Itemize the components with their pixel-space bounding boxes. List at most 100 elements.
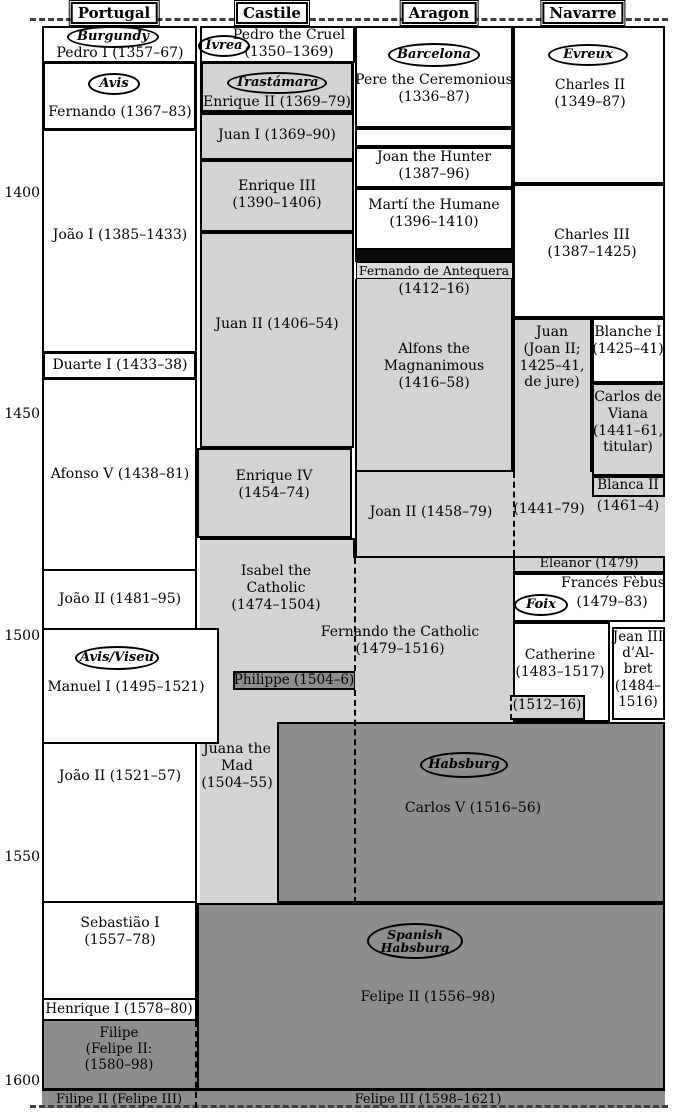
label-fernando: Fernando (1367–83) <box>48 104 192 120</box>
year-1500: 1500 <box>4 628 40 644</box>
box-juan-i <box>200 113 354 160</box>
label-1461-4: (1461–4) <box>596 498 660 514</box>
label-juan-i: Juan I (1369–90) <box>218 127 336 143</box>
year-1450: 1450 <box>4 406 40 422</box>
box-afonso-v <box>42 378 197 571</box>
label-joao-ii-1481: João II (1481–95) <box>58 591 182 607</box>
label-1512-16: (1512–16) <box>512 697 582 713</box>
label-charles-ii: Charles II (1349–87) <box>554 77 626 110</box>
label-frances-febus: Francés Fèbus <box>561 575 665 591</box>
box-blanche-i <box>592 318 665 383</box>
year-1550: 1550 <box>4 849 40 865</box>
box-joan-ii-aragon <box>355 470 513 558</box>
dynasty-avis: Avis <box>88 73 140 95</box>
label-juan-navarre: Juan (Joan II; 1425–41, de jure) <box>519 324 585 391</box>
dash-castile-aragon-1 <box>354 558 356 671</box>
label-pedro-cruel: Pedro the Cruel (1350–1369) <box>232 27 346 60</box>
dynasty-habsburg: Habsburg <box>420 752 508 778</box>
label-carlos-viana: Carlos de Viana (1441–61, titular) <box>592 389 664 456</box>
dash-portugal-union <box>195 1021 197 1108</box>
label-filipe-1580: Filipe (Felipe II: (1580–98) <box>84 1025 154 1074</box>
label-sebastiao: Sebastião I (1557–78) <box>80 915 160 948</box>
label-antequera: Fernando de Antequera <box>358 263 510 278</box>
box-enrique-iii <box>200 160 354 232</box>
dynasty-spanish-habsburg: Spanish Habsburg <box>367 923 463 959</box>
label-blanca-ii: Blanca II <box>597 477 659 493</box>
box-joao-ii-1521 <box>42 742 197 903</box>
box-sebastiao <box>42 901 197 1000</box>
year-1400: 1400 <box>4 185 40 201</box>
dynasty-foix: Foix <box>514 594 568 616</box>
dynasty-evreux: Evreux <box>548 44 628 66</box>
box-aragon-gap <box>355 128 513 147</box>
label-henrique: Henrique I (1578–80) <box>45 1001 193 1017</box>
label-joan-hunter: Joan the Hunter (1387–96) <box>376 149 492 182</box>
label-charles-iii: Charles III (1387–1425) <box>547 227 637 260</box>
box-jean-iii <box>612 627 665 720</box>
dash-top <box>30 18 668 21</box>
label-felipe-ii: Felipe II (1556–98) <box>360 989 496 1005</box>
header-aragon: Aragon <box>399 0 479 26</box>
box-antequera-label <box>356 262 513 279</box>
label-filipe-strip: Filipe II (Felipe III) <box>55 1092 183 1107</box>
dynasty-trastamara: Trastámara <box>227 72 327 94</box>
box-juan-navarre <box>513 318 592 472</box>
label-enrique-ii: Enrique II (1369–79) <box>203 94 351 110</box>
year-1600: 1600 <box>4 1073 40 1089</box>
header-navarre: Navarre <box>540 0 626 26</box>
label-catherine: Catherine (1483–1517) <box>515 647 605 680</box>
label-pedro-i: Pedro I (1357–67) <box>56 45 184 61</box>
label-1479-83: (1479–83) <box>576 594 648 610</box>
header-portugal: Portugal <box>68 0 160 26</box>
label-1412-16: (1412–16) <box>398 281 470 297</box>
label-joao-ii-1521: João II (1521–57) <box>58 768 182 784</box>
label-carlos-v: Carlos V (1516–56) <box>404 800 542 816</box>
box-eleanor <box>513 556 665 573</box>
dynasty-ivrea: Ivrea <box>198 35 250 57</box>
label-eleanor: Eleanor (1479) <box>539 556 639 571</box>
box-filipe-1580 <box>42 1019 197 1090</box>
label-juana: Juana the Mad (1504–55) <box>201 741 273 791</box>
label-enrique-iii: Enrique III (1390–1406) <box>232 178 322 211</box>
label-1441-79: (1441–79) <box>513 501 585 517</box>
box-enrique-iv <box>197 448 352 538</box>
label-marti: Martí the Humane (1396–1410) <box>368 197 500 230</box>
box-blanca-ii <box>592 476 665 497</box>
label-joao-i: João I (1385–1433) <box>52 227 188 243</box>
box-felipe-iii-strip <box>197 1091 665 1108</box>
label-isabel: Isabel the Catholic (1474–1504) <box>231 563 321 613</box>
box-charles-iii <box>513 184 665 318</box>
dash-1512-left <box>510 695 512 720</box>
label-joan-ii-aragon: Joan II (1458–79) <box>369 504 493 520</box>
header-castile: Castile <box>234 0 310 26</box>
box-interregnum-bar <box>355 250 513 262</box>
dynasty-burgundy: Burgundy <box>67 26 159 48</box>
box-1512-16 <box>510 695 585 720</box>
label-blanche-i: Blanche I (1425–41) <box>592 324 664 357</box>
label-duarte-i: Duarte I (1433–38) <box>52 357 188 373</box>
box-filipe-strip <box>42 1091 199 1108</box>
label-jean-iii: Jean III d’Al- bret (1484– 1516) <box>612 629 664 710</box>
box-carlos-viana <box>592 383 665 476</box>
box-marti <box>355 188 513 250</box>
label-felipe-iii-strip: Felipe III (1598–1621) <box>354 1092 502 1107</box>
box-juan-ii-castile <box>200 232 354 448</box>
box-alfons <box>355 279 513 470</box>
label-fernando-catholic: Fernando the Catholic (1479–1516) <box>320 624 480 657</box>
label-philippe: Philippe (1504–6) <box>233 672 355 688</box>
label-manuel-i: Manuel I (1495–1521) <box>47 679 205 695</box>
box-enrique-ii <box>200 61 354 113</box>
dash-aragon-navarre <box>513 472 515 556</box>
label-alfons: Alfons the Magnanimous (1416–58) <box>383 341 485 391</box>
dash-castile-aragon-2 <box>354 690 356 903</box>
line-isabel-right <box>353 538 355 558</box>
box-fernando-catholic <box>355 558 513 722</box>
label-juan-ii-castile: Juan II (1406–54) <box>215 316 339 332</box>
label-afonso-v: Afonso V (1438–81) <box>50 466 190 482</box>
box-joan-hunter <box>355 147 513 188</box>
line-1600-rule <box>42 1088 665 1091</box>
dynasty-barcelona: Barcelona <box>388 43 480 67</box>
dynasty-avis-viseu: Avis/Viseu <box>75 646 159 670</box>
label-pere: Pere the Ceremonious (1336–87) <box>355 72 513 105</box>
